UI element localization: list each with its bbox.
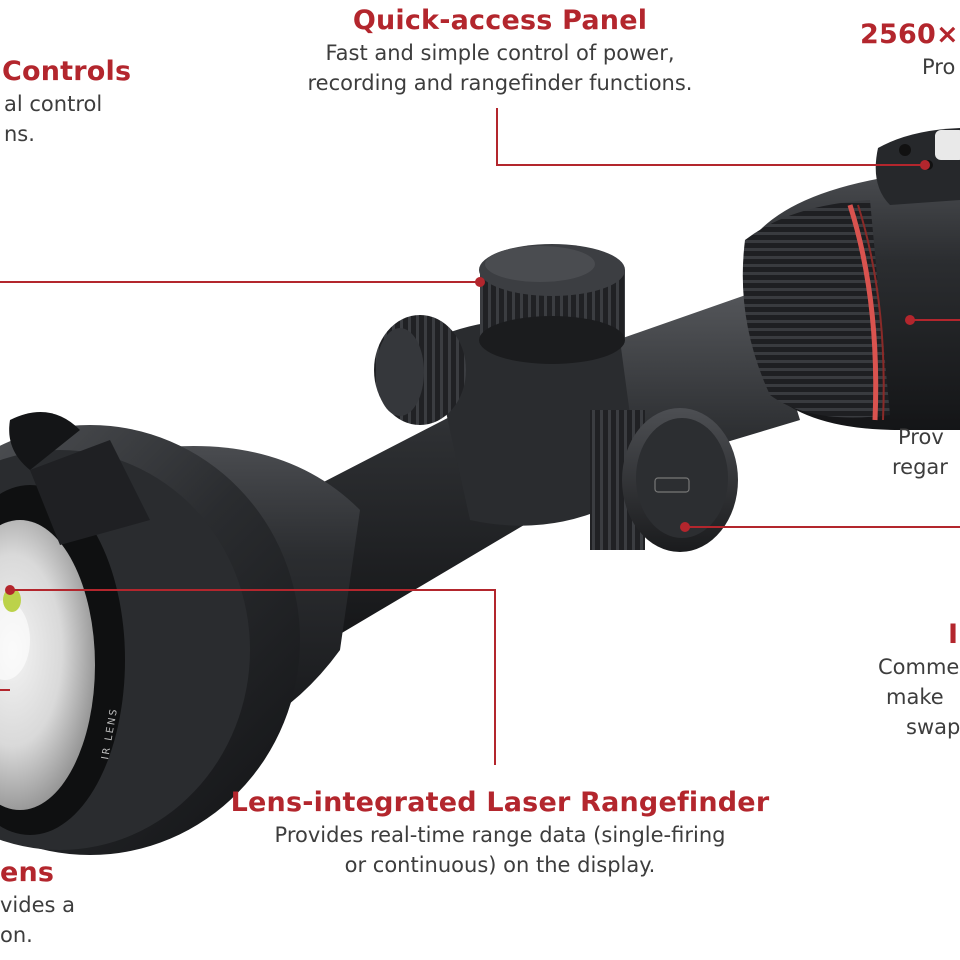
callout-desc-line: on. — [0, 923, 33, 947]
turret-cluster — [374, 244, 738, 552]
callout-desc-line: or continuous) on the display. — [344, 853, 656, 877]
callout-desc-line: recording and rangefinder functions. — [307, 71, 693, 95]
callout-desc-line: ns. — [4, 122, 35, 146]
callout-title: ens — [0, 857, 55, 888]
callout-desc-line: Provides real-time range data (single-fi… — [274, 823, 726, 847]
callout-desc-line: regar — [892, 455, 948, 479]
callout-leader-lines — [0, 108, 960, 765]
rear-eyepiece-housing — [742, 128, 960, 430]
callout-right-low: I Comme make swap — [878, 618, 960, 742]
callout-desc-line: make — [886, 685, 944, 709]
callout-title: Quick-access Panel — [352, 5, 648, 36]
callout-right-mid: Prov regar — [892, 422, 960, 482]
callout-title: I — [948, 619, 959, 650]
callout-controls: Controls al control ns. — [2, 55, 202, 149]
callout-title: Lens-integrated Laser Rangefinder — [230, 787, 770, 818]
callout-quick-access-panel: Quick-access Panel Fast and simple contr… — [260, 4, 740, 98]
callout-desc-line: Fast and simple control of power, — [325, 41, 675, 65]
callout-title: Controls — [2, 56, 132, 87]
callout-desc-line: al control — [4, 92, 103, 116]
objective-bell: IR LENS — [0, 412, 360, 855]
callout-anchor-dots — [5, 160, 930, 595]
callout-laser-rangefinder: Lens-integrated Laser Rangefinder Provid… — [190, 786, 810, 880]
callout-desc-line: Comme — [878, 655, 960, 679]
callout-title: 2560× — [860, 19, 959, 50]
callout-desc-line: Prov — [898, 425, 944, 449]
callout-resolution: 2560× Pro — [860, 18, 960, 82]
callout-lens: ens vides a on. — [0, 856, 120, 950]
callout-desc-line: Pro — [922, 55, 956, 79]
callout-desc-line: vides a — [0, 893, 75, 917]
callout-desc-line: swap — [906, 715, 960, 739]
